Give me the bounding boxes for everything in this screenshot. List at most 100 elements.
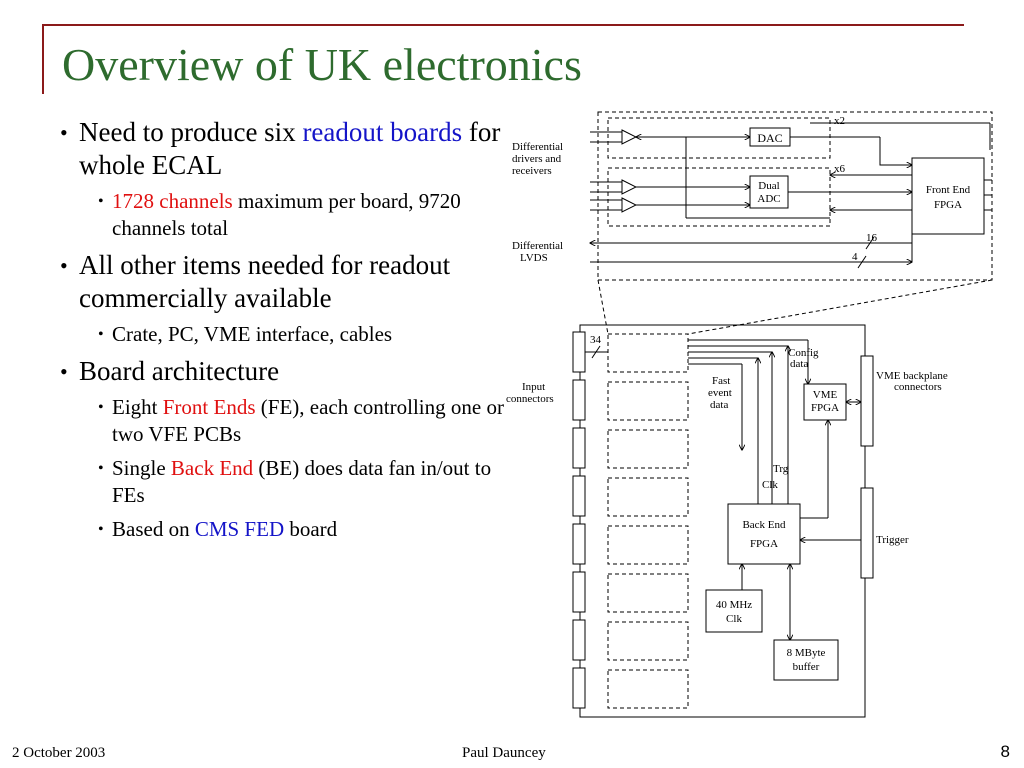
bullet-commercial-items: All other items needed for readout comme… <box>60 249 505 315</box>
bullet-text: All other items needed for readout comme… <box>79 250 451 313</box>
sub-bullet-cms-fed: Based on CMS FED board <box>60 516 505 543</box>
dual-adc-label-2: ADC <box>757 193 780 205</box>
fast-event-label-3: data <box>710 399 728 411</box>
diff-drivers-label-2: drivers and <box>512 153 562 165</box>
buffer-8mbyte-label-2: buffer <box>793 661 820 673</box>
trigger-label: Trigger <box>876 534 909 546</box>
trigger-connector <box>860 487 874 579</box>
front-end-fpga-box <box>911 157 985 235</box>
board-architecture-diagram: DAC Dual ADC Front End FPGA Differential… <box>506 111 993 718</box>
clock-40mhz-label-2: Clk <box>726 613 742 625</box>
clock-40mhz-label-1: 40 MHz <box>716 599 752 611</box>
buffer-8mbyte-box <box>773 639 839 681</box>
dual-adc-label-1: Dual <box>758 180 779 192</box>
input-connector <box>572 331 586 373</box>
front-end-slot <box>607 525 689 565</box>
front-end-slot <box>607 669 689 709</box>
vme-fpga-label-1: VME <box>813 389 838 401</box>
dac-control-wire <box>879 137 912 165</box>
bullet-text: for whole ECAL <box>79 117 501 180</box>
front-end-fpga-label-2: FPGA <box>934 199 962 211</box>
adc-buffer <box>621 179 638 195</box>
back-end-fpga-label-2: FPGA <box>750 538 778 550</box>
dual-adc-box <box>749 175 789 209</box>
input-connector <box>572 427 586 469</box>
dac-label: DAC <box>757 131 782 145</box>
bullet-list: Need to produce six readout boards for w… <box>60 116 505 550</box>
diff-lvds-label-1: Differential <box>512 240 563 252</box>
input-connectors-label-1: Input <box>522 381 545 393</box>
dac-group-outline <box>607 117 831 159</box>
vme-backplane-label-2: connectors <box>894 381 942 393</box>
config-label-1: Config <box>788 347 819 359</box>
bullet-text: (BE) does data fan in/out to FEs <box>112 456 492 507</box>
highlight-front-ends: Front Ends <box>162 395 256 419</box>
input-connector <box>572 619 586 661</box>
sub-bullet-front-ends: Eight Front Ends (FE), each controlling … <box>60 394 505 448</box>
bullet-text: Single <box>112 456 171 480</box>
bullet-readout-boards: Need to produce six readout boards for w… <box>60 116 505 182</box>
front-end-slots <box>607 333 689 709</box>
zoom-line <box>597 279 609 335</box>
buffer-8mbyte-label-1: 8 MByte <box>787 647 826 659</box>
bullet-text: (FE), each controlling one or two VFE PC… <box>112 395 504 446</box>
bullet-text: Eight <box>112 395 163 419</box>
bullet-text: Board architecture <box>79 356 280 386</box>
page-number: 8 <box>1000 742 1010 761</box>
vme-backplane-label-1: VME backplane <box>876 370 948 382</box>
highlight-back-end: Back End <box>170 456 254 480</box>
input-connector <box>572 667 586 709</box>
title-frame-top <box>42 24 964 26</box>
vme-fpga-label-2: FPGA <box>811 402 839 414</box>
sub-bullet-back-end: Single Back End (BE) does data fan in/ou… <box>60 455 505 509</box>
bus-slash <box>865 236 875 250</box>
title-frame-left <box>42 24 44 94</box>
diff-drivers-label-1: Differential <box>512 141 563 153</box>
sub-bullet-channels: 1728 channels maximum per board, 9720 ch… <box>60 188 505 242</box>
bullet-text: Need to produce six <box>79 117 303 147</box>
back-end-fpga-box <box>727 503 801 565</box>
bullet-board-architecture: Board architecture <box>60 355 505 388</box>
trg-label: Trg <box>773 463 789 475</box>
front-end-fpga-label-1: Front End <box>926 184 971 196</box>
readout-board: Input connectors 34 Config data Fast ev <box>506 324 948 718</box>
input-connectors <box>572 331 586 709</box>
footer-author: Paul Dauncey <box>462 745 546 761</box>
bullet-text: maximum per board, 9720 channels total <box>112 189 461 240</box>
dac-buffer <box>621 129 638 145</box>
config-label-2: data <box>790 358 808 370</box>
input-connector <box>572 379 586 421</box>
highlight-readout-boards: readout boards <box>302 117 463 147</box>
input-connector <box>572 475 586 517</box>
bus-16-label: 16 <box>866 232 878 244</box>
fast-event-label-2: event <box>708 387 732 399</box>
x6-label: x6 <box>834 163 846 175</box>
vme-backplane-connector <box>860 355 874 447</box>
back-end-fpga-label-1: Back End <box>742 519 786 531</box>
front-end-slot <box>607 381 689 421</box>
input-connectors-label-2: connectors <box>506 393 554 405</box>
zoom-line <box>687 279 993 335</box>
front-end-slot <box>607 477 689 517</box>
input-connector <box>572 571 586 613</box>
bullet-text: board <box>284 517 338 541</box>
input-connector <box>572 523 586 565</box>
slide-title: Overview of UK electronics <box>62 39 582 90</box>
sub-bullet-crate: Crate, PC, VME interface, cables <box>60 321 505 348</box>
diff-drivers-label-3: receivers <box>512 165 552 177</box>
front-end-slot <box>607 621 689 661</box>
front-end-detail-outline <box>597 111 993 281</box>
front-end-slot <box>607 429 689 469</box>
adc-group-outline <box>607 167 831 227</box>
bus-34-label: 34 <box>590 334 602 346</box>
fast-event-label-1: Fast <box>712 375 730 387</box>
x2-label: x2 <box>834 115 845 127</box>
highlight-channels: 1728 channels <box>112 189 233 213</box>
bullet-text: Crate, PC, VME interface, cables <box>112 322 393 346</box>
bullet-text: Based on <box>112 517 195 541</box>
front-end-slot <box>607 333 689 373</box>
clock-40mhz-box <box>705 589 763 633</box>
clk-label: Clk <box>762 479 778 491</box>
footer-date: 2 October 2003 <box>12 745 106 761</box>
diff-lvds-label-2: LVDS <box>520 252 548 264</box>
